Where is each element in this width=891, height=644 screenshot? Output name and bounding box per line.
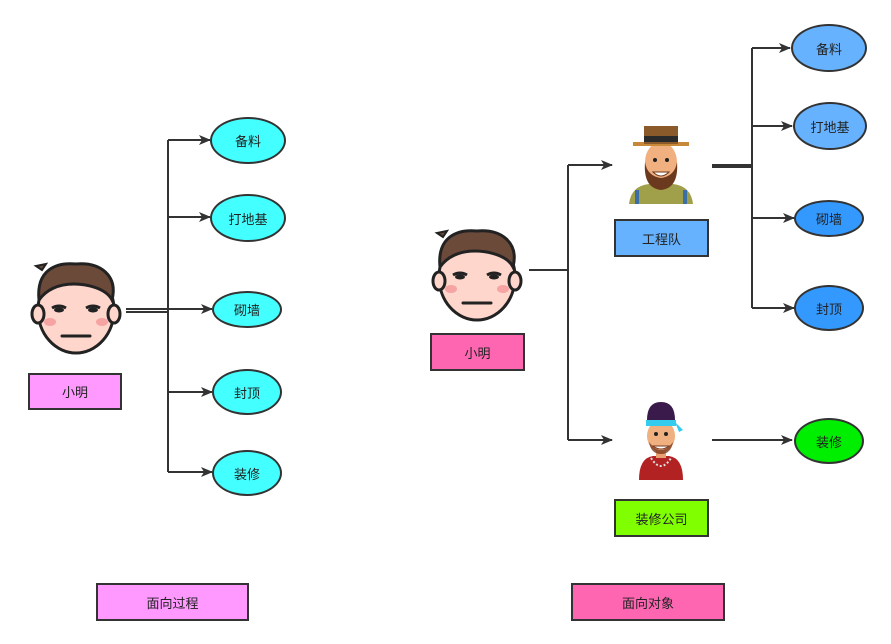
left-person-label: 小明 xyxy=(28,373,122,410)
left-task-roofing: 封顶 xyxy=(212,369,282,415)
builder-avatar-icon xyxy=(629,126,693,204)
engineering-team-label: 工程队 xyxy=(614,219,709,257)
person-face-icon xyxy=(431,229,523,322)
decoration-company-label: 装修公司 xyxy=(614,499,709,537)
right-person-label: 小明 xyxy=(430,333,525,371)
right-task-roofing: 封顶 xyxy=(794,285,864,331)
right-task-brickwork: 砌墙 xyxy=(794,200,864,237)
right-task-decoration: 装修 xyxy=(794,418,864,464)
right-task-prepare-materials: 备料 xyxy=(791,24,867,72)
right-task-foundation: 打地基 xyxy=(793,102,867,150)
left-task-decoration: 装修 xyxy=(212,450,282,496)
right-connectors xyxy=(529,43,795,445)
left-task-brickwork: 砌墙 xyxy=(212,291,282,328)
left-connectors xyxy=(126,135,213,477)
left-task-foundation: 打地基 xyxy=(210,194,286,242)
right-caption: 面向对象 xyxy=(571,583,725,621)
left-task-prepare-materials: 备料 xyxy=(210,117,286,164)
left-caption: 面向过程 xyxy=(96,583,249,621)
person-face-icon xyxy=(30,262,122,355)
decorator-avatar-icon xyxy=(639,402,683,480)
